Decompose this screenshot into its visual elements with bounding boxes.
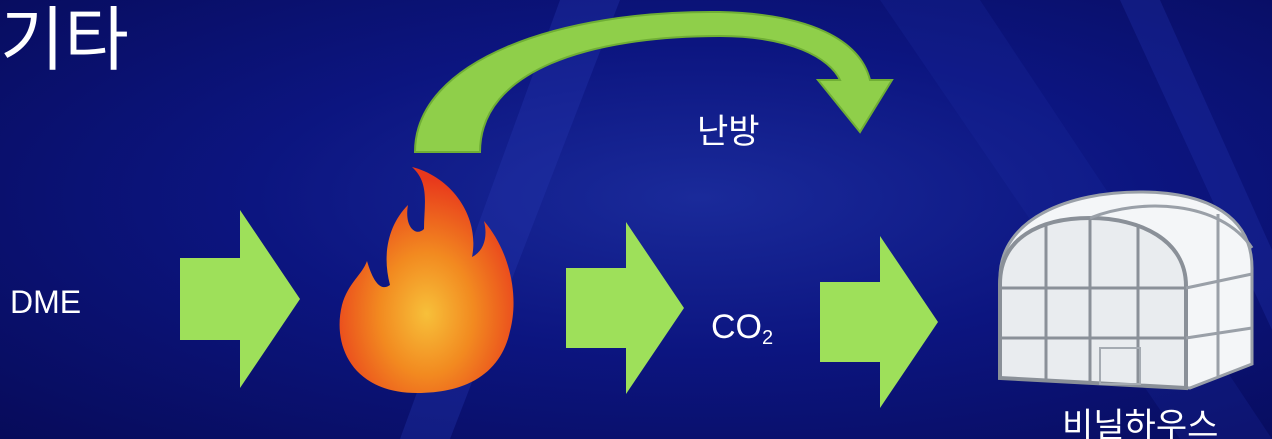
right-arrow-icon <box>180 210 300 388</box>
co2-subscript: 2 <box>762 327 774 349</box>
dme-label: DME <box>10 284 82 320</box>
curved-arrow-icon <box>413 10 894 153</box>
co2-label: CO2 <box>711 308 773 350</box>
right-arrow-icon <box>820 236 938 408</box>
heating-label: 난방 <box>697 113 760 151</box>
right-arrow-icon <box>566 222 684 394</box>
greenhouse-icon <box>998 190 1254 391</box>
greenhouse-label: 비닐하우스 <box>1062 407 1219 439</box>
fire-icon <box>339 167 514 393</box>
co2-main: CO <box>711 308 762 346</box>
page-title: 기타 <box>0 0 129 81</box>
